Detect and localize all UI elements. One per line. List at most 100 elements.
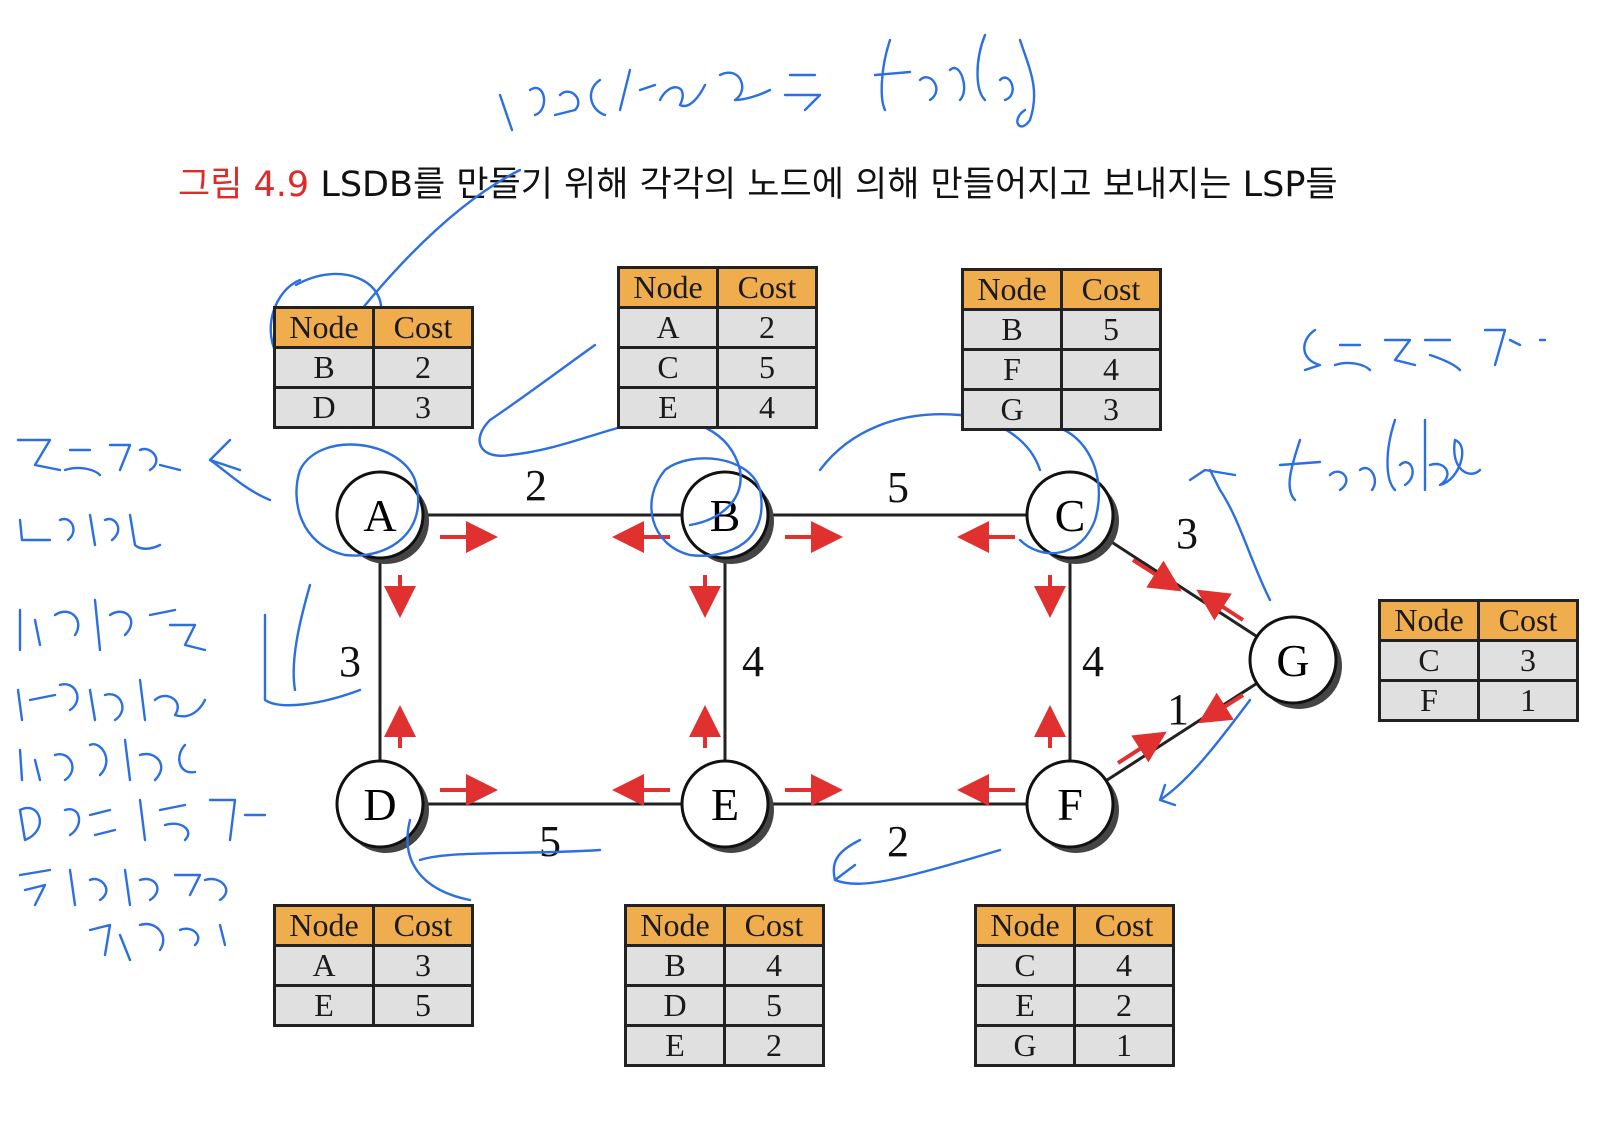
neighbor-cell: C [1378,639,1480,682]
neighbor-cell: G [974,1024,1076,1067]
cost-cell: 5 [1060,308,1162,351]
cost-label-b-e: 4 [742,637,764,686]
router-b: B [680,470,774,564]
router-a: A [335,470,429,564]
cost-cell: 5 [716,346,818,389]
cost-cell: 2 [716,306,818,349]
cost-label-c-g: 3 [1176,509,1198,558]
scribble-loops-top [478,343,1101,555]
column-header-cost: Cost [372,904,474,947]
lsp-arrow [1198,692,1245,724]
cost-label-g-f: 1 [1167,685,1189,734]
column-header-cost: Cost [1477,599,1579,642]
neighbor-cell: D [273,386,375,429]
lsp-arrow [1116,731,1167,765]
neighbor-cell: E [617,386,719,429]
caption-text: LSDB를 만들기 위해 각각의 노드에 의해 만들어지고 보내지는 LSP들 [309,165,1338,205]
cost-label-e-f: 2 [887,817,909,866]
column-header-node: Node [273,306,375,349]
router-d: D [335,759,429,853]
cost-cell: 2 [723,1024,825,1067]
cost-label-b-c: 5 [887,463,909,512]
cost-cell: 3 [1060,388,1162,431]
router-label: E [711,779,739,830]
lsp-arrows [384,521,1245,806]
lsp-arrow [1131,558,1182,592]
neighbor-cell: E [273,984,375,1027]
neighbor-cell: C [617,346,719,389]
column-header-node: Node [1378,599,1480,642]
link-costs: 2 5 3 3 4 4 1 5 2 [339,461,1198,866]
column-header-node: Node [617,266,719,309]
neighbor-cell: G [961,388,1063,431]
router-c: C [1025,470,1119,564]
column-header-cost: Cost [1060,268,1162,311]
cost-cell: 2 [1073,984,1175,1027]
cost-label-a-d: 3 [339,637,361,686]
neighbor-cell: E [974,984,1076,1027]
router-label: D [363,779,396,830]
scribble-left-note [16,438,267,962]
cost-cell: 3 [1477,639,1579,682]
cost-cell: 1 [1073,1024,1175,1067]
cost-label-d-e: 5 [539,817,561,866]
router-label: G [1276,635,1309,686]
scribble-arrow-left [208,438,362,707]
scribble-arrow-g-down [1158,698,1252,807]
neighbor-cell: F [961,348,1063,391]
column-header-cost: Cost [723,904,825,947]
router-f: F [1025,759,1119,853]
router-label: A [363,490,396,541]
cost-cell: 2 [372,346,474,389]
neighbor-cell: B [624,944,726,987]
scribble-circle-a [295,443,420,557]
cost-cell: 5 [372,984,474,1027]
column-header-node: Node [273,904,375,947]
column-header-node: Node [624,904,726,947]
lsp-arrow [1196,589,1245,622]
column-header-cost: Cost [716,266,818,309]
cost-cell: 4 [716,386,818,429]
neighbor-cell: A [273,944,375,987]
neighbor-cell: C [974,944,1076,987]
column-header-node: Node [974,904,1076,947]
figure-caption: 그림 4.9 LSDB를 만들기 위해 각각의 노드에 의해 만들어지고 보내지… [178,156,1338,207]
scribble-bottom [406,818,1002,902]
figure-number: 그림 4.9 [178,165,310,205]
cost-cell: 1 [1477,679,1579,722]
cost-cell: 3 [372,944,474,987]
scribble-top-note [498,33,1036,132]
cost-label-c-f: 4 [1082,637,1104,686]
neighbor-cell: A [617,306,719,349]
neighbor-cell: B [961,308,1063,351]
column-header-cost: Cost [372,306,474,349]
router-label: F [1057,779,1083,830]
cost-label-a-b: 2 [525,461,547,510]
cost-cell: 4 [1060,348,1162,391]
handwriting [16,33,1547,962]
cost-cell: 4 [723,944,825,987]
neighbor-cell: E [624,1024,726,1067]
scribble-circle-b [650,457,763,557]
